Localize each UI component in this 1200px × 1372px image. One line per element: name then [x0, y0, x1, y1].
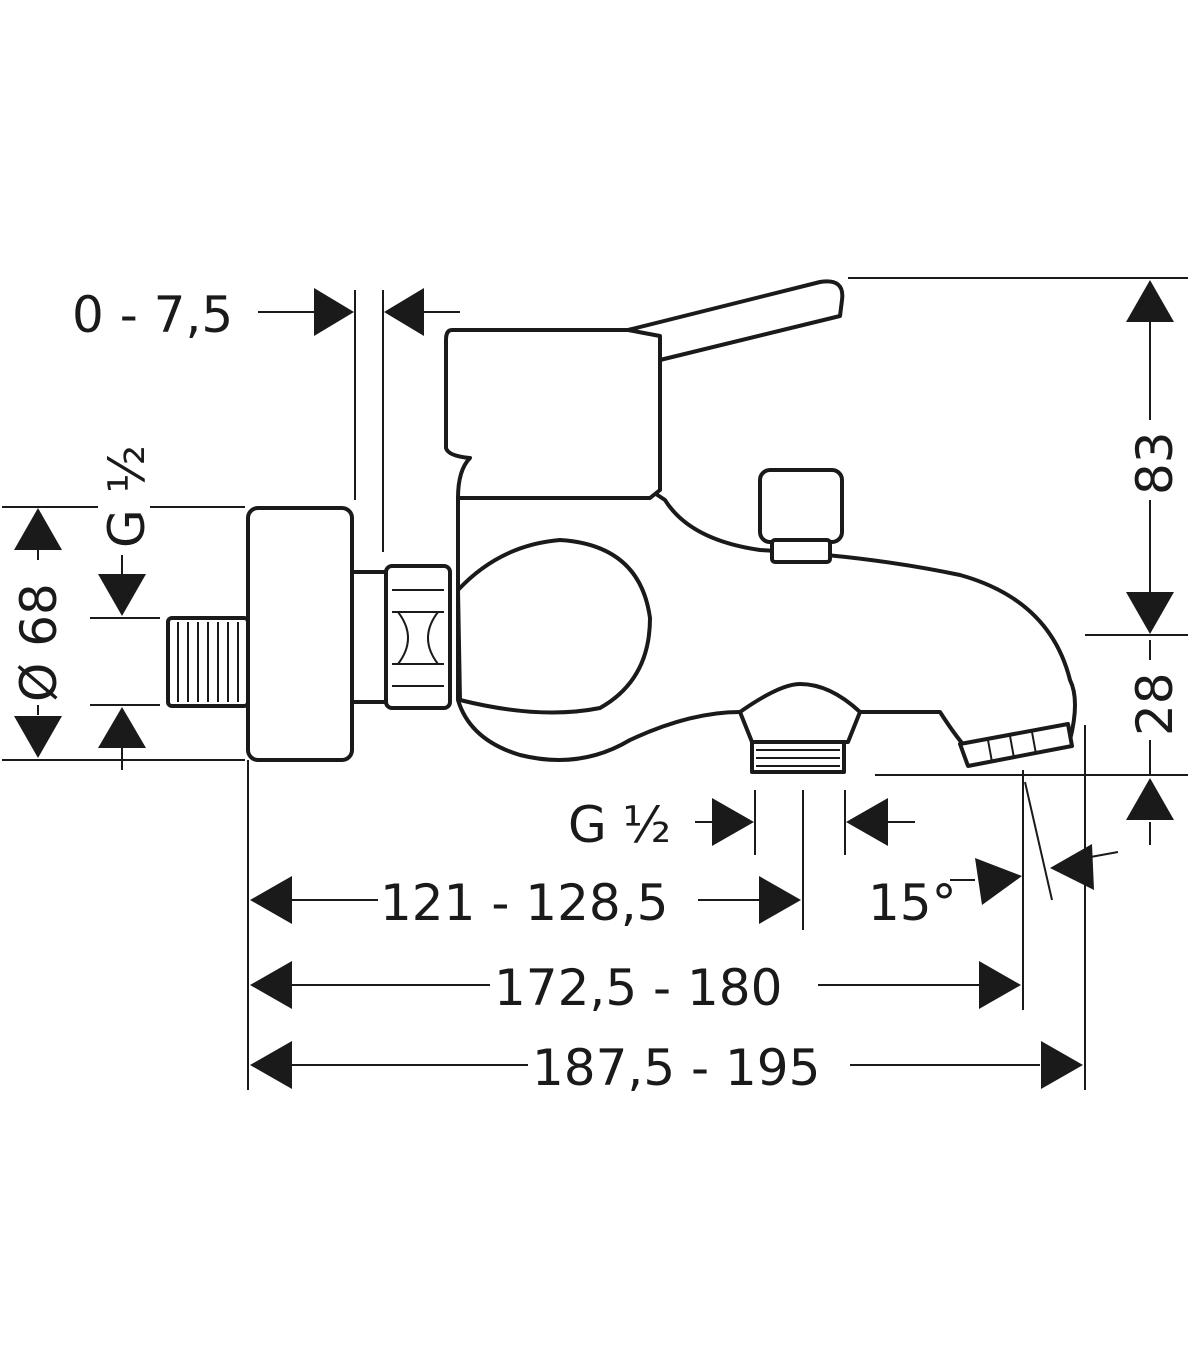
lever-housing — [444, 328, 662, 500]
faucet-outline — [166, 279, 1077, 774]
dim-offset-label: 0 - 7,5 — [72, 286, 233, 344]
dimension-labels: 0 - 7,5 83 28 Ø 68 G ½ G ½ 15° 121 - 128… — [10, 284, 1184, 1097]
dim-outlet-length-label: 121 - 128,5 — [380, 874, 668, 932]
dim-spout-tip-length-label: 172,5 - 180 — [494, 959, 782, 1017]
inlet-circle — [456, 538, 652, 715]
bottom-outlet — [738, 682, 862, 744]
dim-total-length-label: 187,5 - 195 — [532, 1039, 820, 1097]
diverter-knob-top — [758, 468, 844, 544]
dim-angle-label: 15° — [868, 874, 957, 932]
lever-handle — [626, 279, 845, 362]
dim-thread-top-label: G ½ — [98, 445, 156, 548]
dim-thread-bottom-label: G ½ — [568, 796, 671, 854]
diverter-knob-stem — [770, 538, 832, 564]
thread-lines-left — [177, 622, 239, 702]
wall-rosette — [246, 506, 354, 762]
hex-nut — [384, 564, 452, 710]
connector-stub — [350, 570, 388, 704]
dim-lever-height-label: 83 — [1126, 431, 1184, 495]
dimension-lines — [2, 277, 1188, 1090]
dim-spout-height-label: 28 — [1126, 672, 1184, 736]
aerator — [958, 722, 1074, 768]
arrowheads — [14, 280, 1174, 1089]
dim-diameter-label: Ø 68 — [10, 583, 68, 702]
